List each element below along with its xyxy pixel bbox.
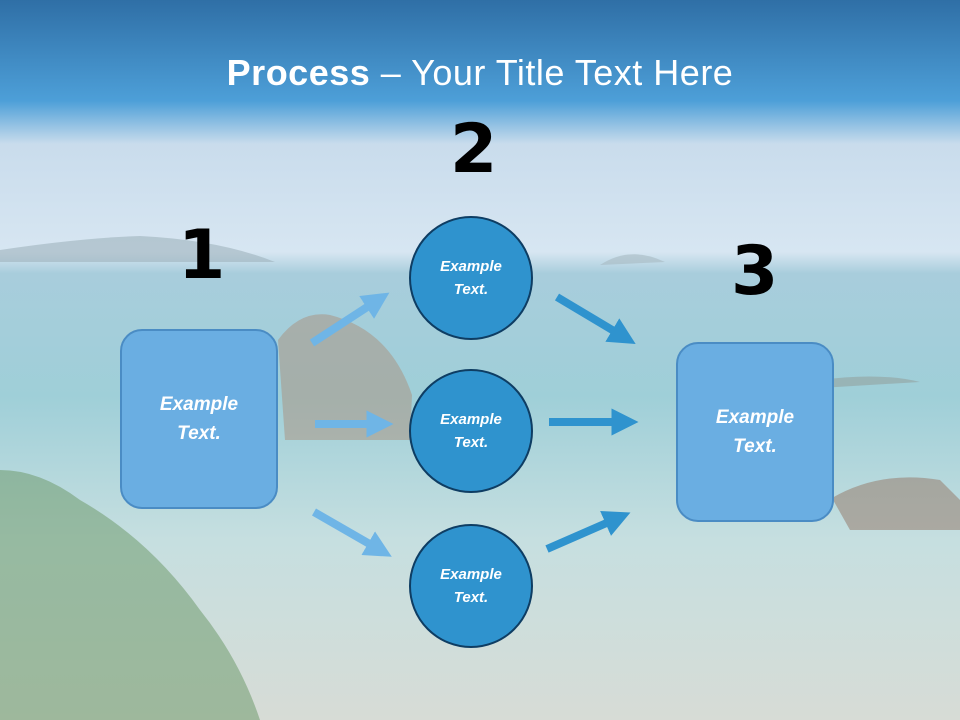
step-3-box: Example Text.	[676, 342, 834, 522]
step-number-2: 2	[450, 110, 498, 189]
step-2-circle-top: Example Text.	[409, 216, 533, 340]
step-2-circle-bottom: Example Text.	[409, 524, 533, 648]
arrow-top-to-3	[554, 293, 636, 344]
arrow-bottom-to-3	[545, 510, 631, 553]
arrow-1-to-bottom	[312, 508, 392, 557]
step-number-1: 1	[178, 216, 226, 295]
step-1-box: Example Text.	[120, 329, 278, 509]
step-number-3: 3	[731, 232, 779, 311]
arrow-1-to-top	[309, 292, 390, 347]
slide-title: Process – Your Title Text Here	[0, 52, 960, 94]
title-rest: – Your Title Text Here	[370, 52, 734, 93]
step-2-circle-middle: Example Text.	[409, 369, 533, 493]
title-bold: Process	[226, 52, 371, 93]
